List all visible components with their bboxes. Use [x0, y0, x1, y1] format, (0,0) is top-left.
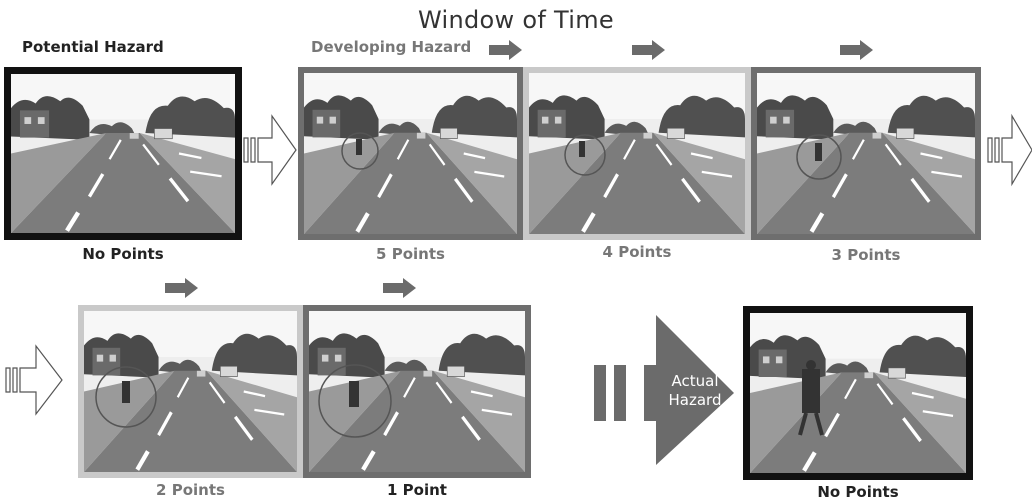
actual-hazard-label-line2: Hazard: [668, 391, 722, 409]
small-arrow-right-icon: [165, 278, 198, 298]
hazard-circle: [341, 132, 379, 170]
caption-1-point: 1 Point: [387, 481, 447, 499]
caption-potential: No Points: [82, 245, 164, 263]
road-scene-image: [309, 311, 525, 472]
hollow-arrow-right-icon: [5, 344, 63, 416]
potential-hazard-label: Potential Hazard: [22, 38, 164, 56]
caption-3-points: 3 Points: [831, 246, 901, 264]
frame-1-point: [303, 305, 531, 478]
small-arrow-right-icon: [840, 40, 873, 60]
hazard-circle: [564, 134, 606, 176]
road-scene-image: [84, 311, 297, 472]
caption-5-points: 5 Points: [376, 245, 445, 263]
road-scene-image: [11, 74, 235, 233]
actual-hazard-arrow-icon: [594, 315, 734, 465]
actual-hazard-label-line1: Actual: [671, 372, 719, 390]
road-scene-image: [750, 313, 966, 473]
hazard-circle: [95, 366, 157, 428]
frame-potential: [4, 67, 242, 240]
diagram-title: Window of Time: [418, 6, 614, 34]
caption-2-points: 2 Points: [156, 481, 225, 499]
hollow-arrow-right-icon: [243, 114, 297, 186]
hazard-circle: [318, 364, 392, 438]
frame-3-points: [751, 67, 981, 240]
actual-hazard-label: Actual Hazard: [665, 372, 725, 410]
developing-hazard-label: Developing Hazard: [311, 38, 472, 56]
frame-2-points: [78, 305, 303, 478]
road-scene-image: [529, 73, 745, 234]
small-arrow-right-icon: [489, 40, 522, 60]
frame-actual: [743, 306, 973, 480]
road-scene-image: [304, 73, 517, 234]
hollow-arrow-right-icon: [987, 113, 1032, 187]
caption-actual: No Points: [817, 483, 899, 501]
frame-5-points: [298, 67, 523, 240]
hazard-circle: [796, 134, 842, 180]
frame-4-points: [523, 67, 751, 240]
caption-4-points: 4 Points: [602, 243, 672, 261]
small-arrow-right-icon: [632, 40, 665, 60]
small-arrow-right-icon: [383, 278, 416, 298]
road-scene-image: [757, 73, 975, 234]
